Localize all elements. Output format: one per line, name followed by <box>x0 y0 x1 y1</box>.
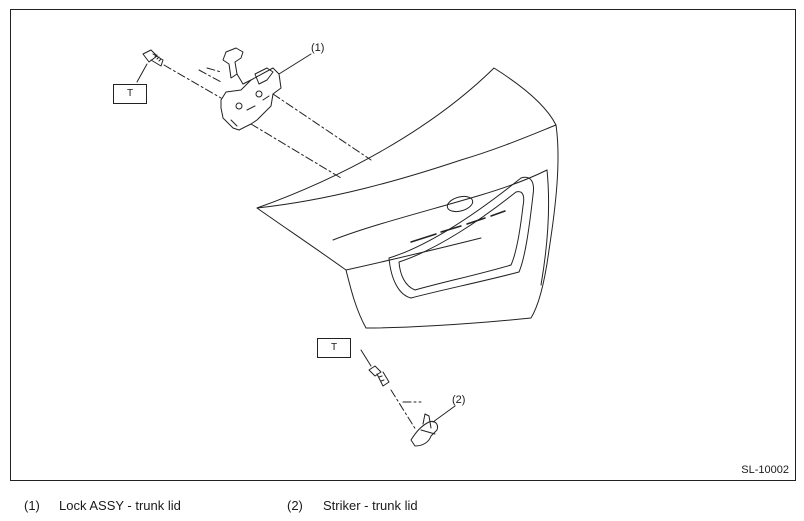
leader-part1 <box>278 53 312 75</box>
striker <box>410 413 438 447</box>
name-badge <box>410 210 506 243</box>
legend: (1) Lock ASSY - trunk lid (2) Striker - … <box>0 492 804 516</box>
trunk-lid-drawing <box>136 47 559 447</box>
diagram-frame: (1) (2) T T SL-10002 <box>10 9 796 481</box>
callout-part1: (1) <box>311 42 325 54</box>
trunk-lid-lower-line <box>345 237 482 271</box>
bolt-upper <box>142 49 164 67</box>
torque-mark-lower: T <box>317 338 351 358</box>
bolt-lower <box>368 365 390 387</box>
emblem <box>446 195 474 213</box>
trunk-lid-crease-side <box>332 169 548 241</box>
torque-mark-upper: T <box>113 84 147 104</box>
callout-part2: (2) <box>452 394 466 406</box>
figure-id: SL-10002 <box>741 464 789 476</box>
trunk-lid-crease-top <box>256 124 557 209</box>
leader-t-lower <box>360 349 372 367</box>
legend-number-1: (1) <box>24 498 40 513</box>
legend-number-2: (2) <box>287 498 303 513</box>
leader-t-upper <box>136 63 148 83</box>
lock-assy <box>220 47 282 131</box>
license-plate-recess <box>388 176 534 299</box>
license-plate-inner <box>398 191 525 291</box>
legend-text-1: Lock ASSY - trunk lid <box>59 498 181 513</box>
trunk-lid-edge-right <box>540 169 550 286</box>
alignment-lines <box>163 64 422 431</box>
legend-text-2: Striker - trunk lid <box>323 498 418 513</box>
trunk-lid-outline <box>256 67 559 329</box>
leader-part2 <box>432 405 456 423</box>
